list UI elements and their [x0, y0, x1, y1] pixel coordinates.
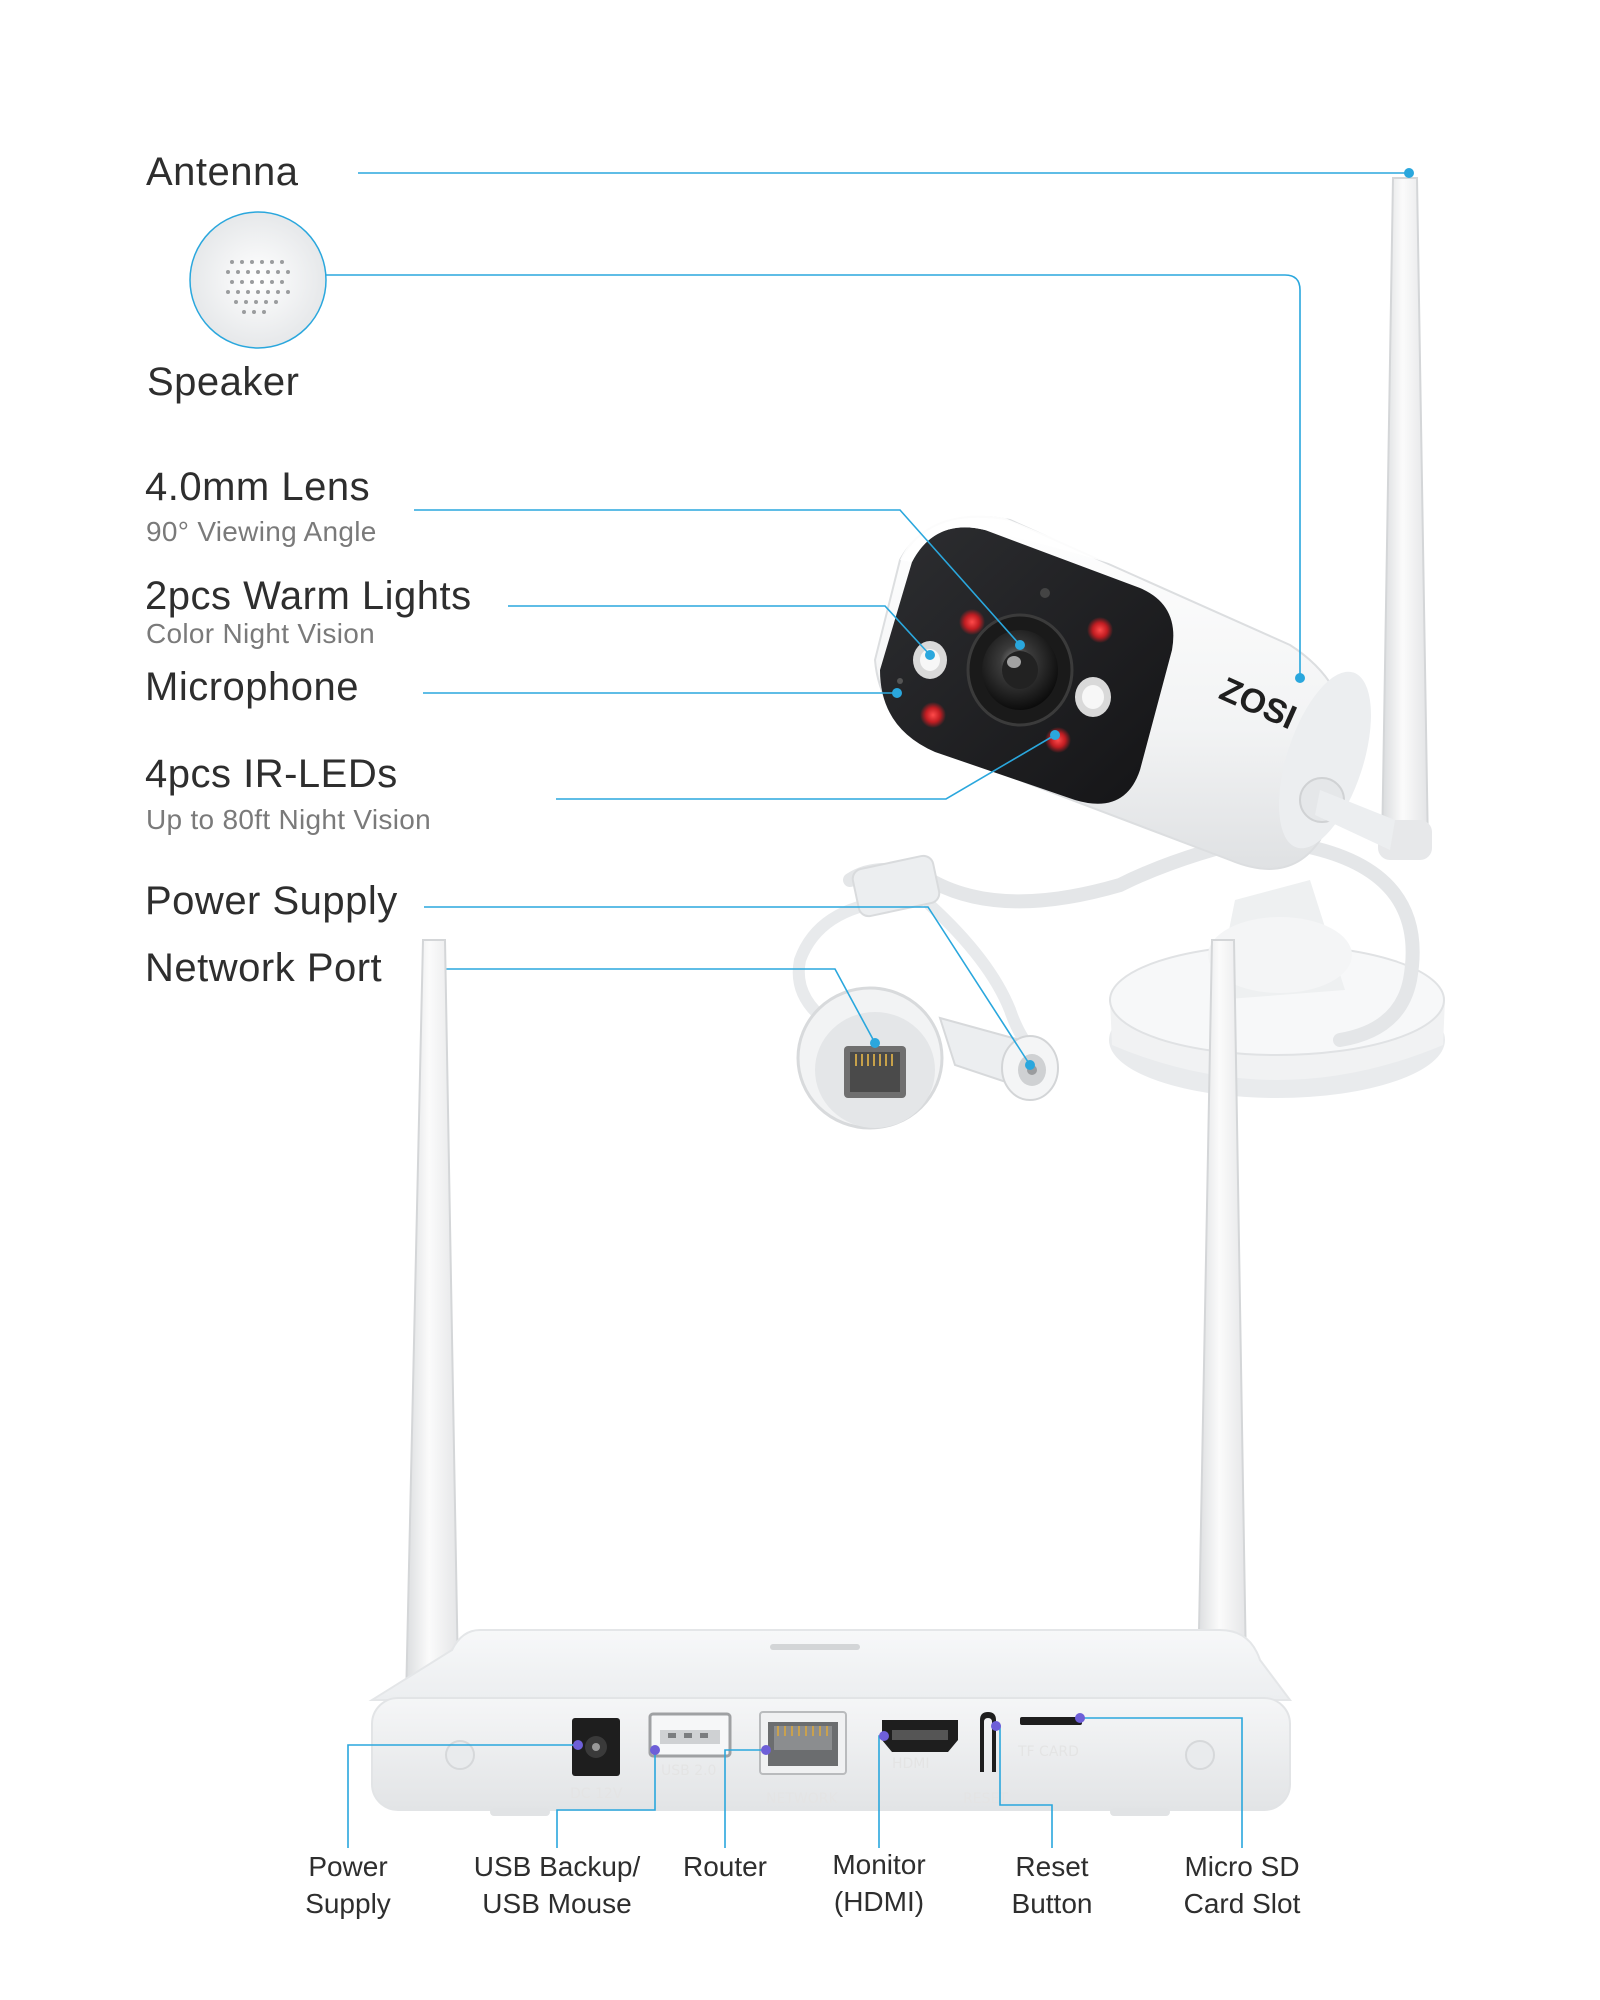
- nvr-label-monitor-line1: Monitor: [832, 1849, 926, 1880]
- network-port: NETWORK: [759, 1711, 847, 1807]
- label-warm-title: 2pcs Warm Lights: [145, 574, 472, 618]
- ir-led: [920, 702, 946, 728]
- svg-text:HDMI: HDMI: [892, 1756, 930, 1772]
- usb-port: USB 2.0: [648, 1712, 732, 1779]
- label-warm-sub: Color Night Vision: [146, 618, 375, 649]
- label-lens-title: 4.0mm Lens: [145, 465, 371, 509]
- label-network-port: Network Port: [145, 946, 383, 990]
- label-antenna: Antenna: [146, 150, 299, 194]
- ir-led: [1087, 617, 1113, 643]
- label-lens-sub: 90° Viewing Angle: [146, 516, 377, 547]
- svg-text:USB 2.0: USB 2.0: [661, 1763, 716, 1779]
- svg-text:DC 12V: DC 12V: [570, 1786, 623, 1802]
- label-power-supply: Power Supply: [145, 879, 398, 923]
- nvr-label-power-line1: Power: [308, 1851, 388, 1882]
- nvr-label-power-line2: Supply: [305, 1888, 391, 1919]
- svg-text:TF CARD: TF CARD: [1017, 1744, 1079, 1760]
- dc-port: DC 12V: [570, 1718, 623, 1802]
- warm-light-right: [1075, 677, 1111, 717]
- nvr-label-usb: USB Backup/ USB Mouse: [447, 1848, 667, 1922]
- nvr-callout-dots: [573, 1713, 1085, 1755]
- hdmi-port: HDMI: [882, 1720, 958, 1772]
- ir-led: [959, 609, 985, 635]
- label-ir-title: 4pcs IR-LEDs: [145, 752, 398, 796]
- camera-antenna: [1378, 177, 1432, 860]
- nvr-label-sd: Micro SD Card Slot: [1167, 1848, 1317, 1922]
- nvr-label-usb-line2: USB Mouse: [482, 1888, 632, 1919]
- svg-text:NETWORK: NETWORK: [766, 1791, 838, 1807]
- nvr-label-reset-line1: Reset: [1015, 1851, 1089, 1882]
- nvr-label-router-line1: Router: [682, 1851, 768, 1882]
- svg-text:RESET: RESET: [963, 1791, 1008, 1807]
- cable-splitter: [851, 854, 941, 918]
- ir-led: [1045, 727, 1071, 753]
- network-connector: [796, 986, 944, 1130]
- nvr-label-reset: Reset Button: [992, 1848, 1112, 1922]
- label-ir-sub: Up to 80ft Night Vision: [146, 804, 431, 835]
- nvr-label-monitor-line2: (HDMI): [833, 1886, 925, 1917]
- camera-callout-dots: [870, 168, 1414, 1070]
- microphone-hole: [897, 678, 903, 684]
- speaker-inset: [189, 211, 327, 349]
- nvr-label-usb-line1: USB Backup/: [473, 1851, 641, 1882]
- sd-card-slot: TF CARD: [1017, 1717, 1082, 1760]
- nvr-label-monitor: Monitor (HDMI): [809, 1846, 949, 1920]
- label-speaker: Speaker: [147, 360, 300, 404]
- camera-callout-lines: [326, 172, 1409, 1066]
- antenna-joint: [1299, 777, 1395, 850]
- dc-power-connector: [938, 1016, 1059, 1101]
- camera-mount: [1109, 880, 1445, 1098]
- nvr-label-power: Power Supply: [268, 1848, 428, 1922]
- nvr-label-router: Router: [665, 1848, 785, 1885]
- camera-lens: [966, 613, 1074, 727]
- light-sensor: [1040, 588, 1050, 598]
- label-microphone: Microphone: [145, 665, 360, 709]
- nvr-label-sd-line1: Micro SD: [1184, 1851, 1300, 1882]
- nvr-label-sd-line2: Card Slot: [1183, 1888, 1301, 1919]
- nvr-label-reset-line2: Button: [1011, 1888, 1093, 1919]
